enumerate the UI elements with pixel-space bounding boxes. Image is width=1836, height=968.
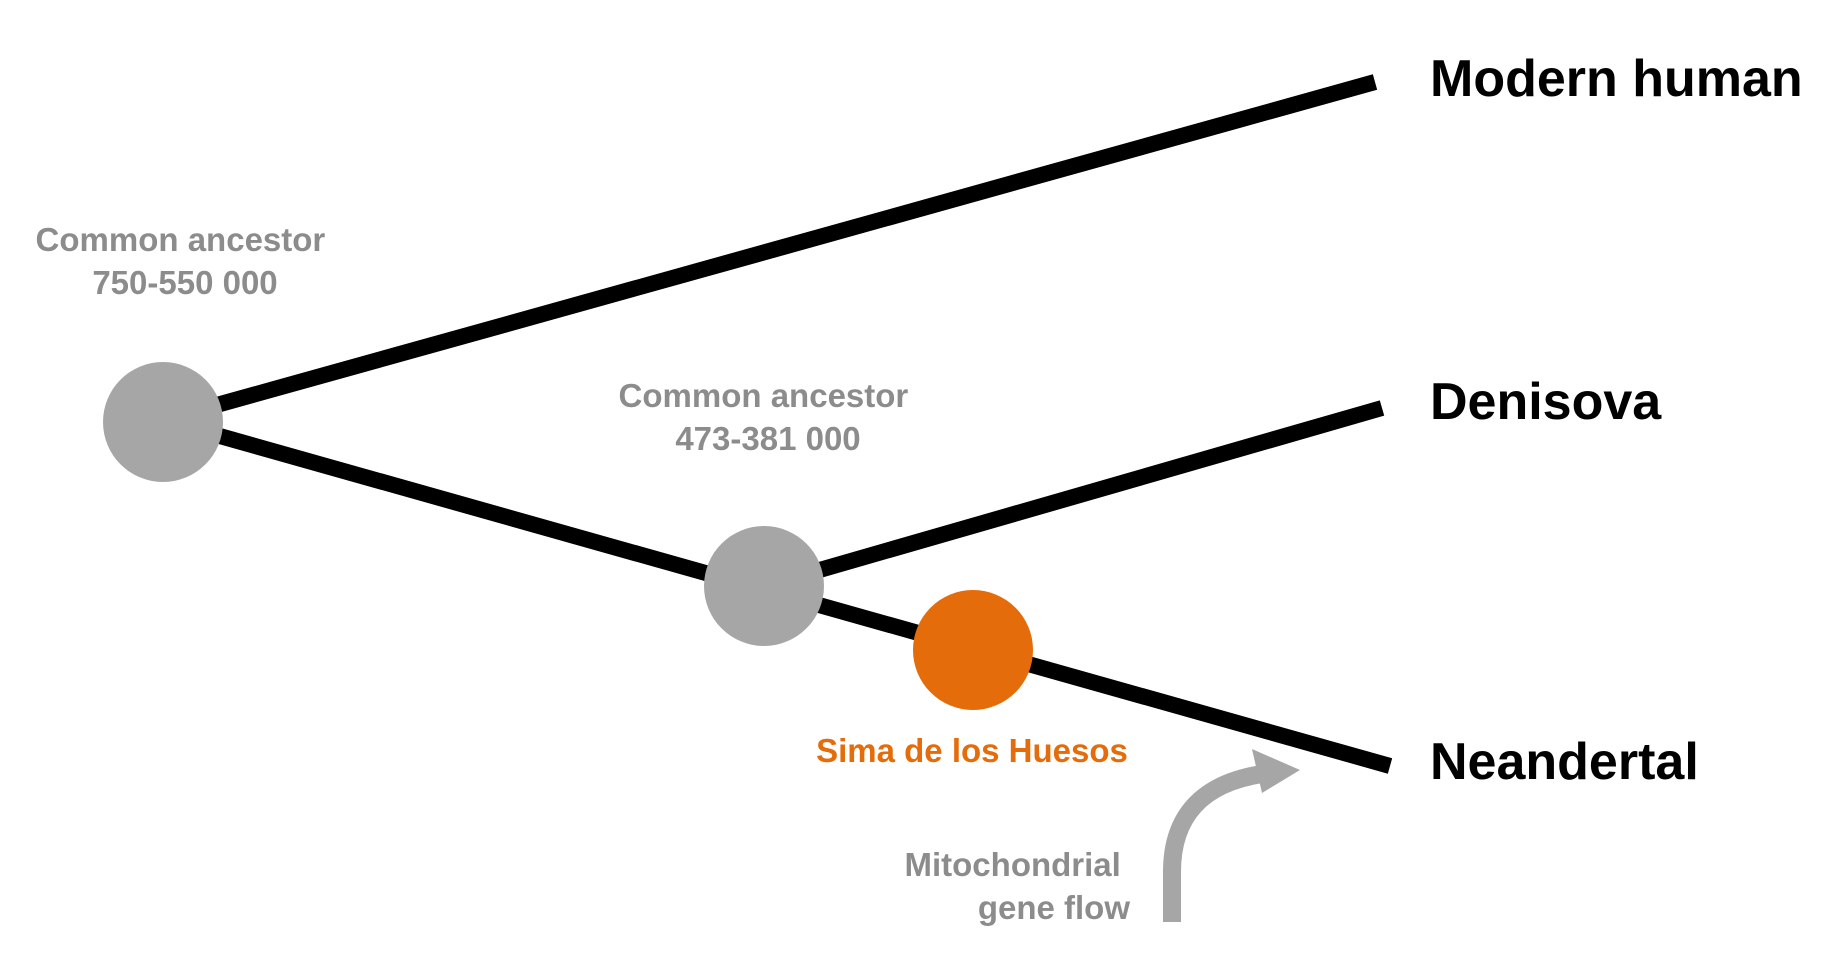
branch-modern-human [160,74,1378,428]
gene-flow-label: Mitochondrial gene flow [905,846,1131,926]
root-ancestor-label-line1: Common ancestor [36,221,326,258]
root-ancestor-label: Common ancestor 750-550 000 [36,221,335,301]
inner-ancestor-label: Common ancestor 473-381 000 [619,377,918,457]
curved-arrow-icon [1163,749,1300,922]
inner-ancestor-node [704,526,824,646]
gene-flow-label-line1: Mitochondrial [905,846,1121,883]
inner-ancestor-label-line1: Common ancestor [619,377,909,414]
sima-de-los-huesos-node [913,590,1033,710]
tip-label-denisova: Denisova [1430,373,1662,431]
root-ancestor-node [103,362,223,482]
tip-label-neandertal: Neandertal [1430,733,1699,791]
branch-denisova [761,400,1385,594]
root-ancestor-label-line2: 750-550 000 [92,264,277,301]
curved-arrow-head [1252,749,1300,793]
inner-ancestor-label-line2: 473-381 000 [675,420,860,457]
tip-label-modern-human: Modern human [1430,50,1803,108]
curved-arrow-shaft [1163,765,1264,922]
gene-flow-label-line2: gene flow [978,889,1131,926]
sima-de-los-huesos-label: Sima de los Huesos [816,732,1128,769]
